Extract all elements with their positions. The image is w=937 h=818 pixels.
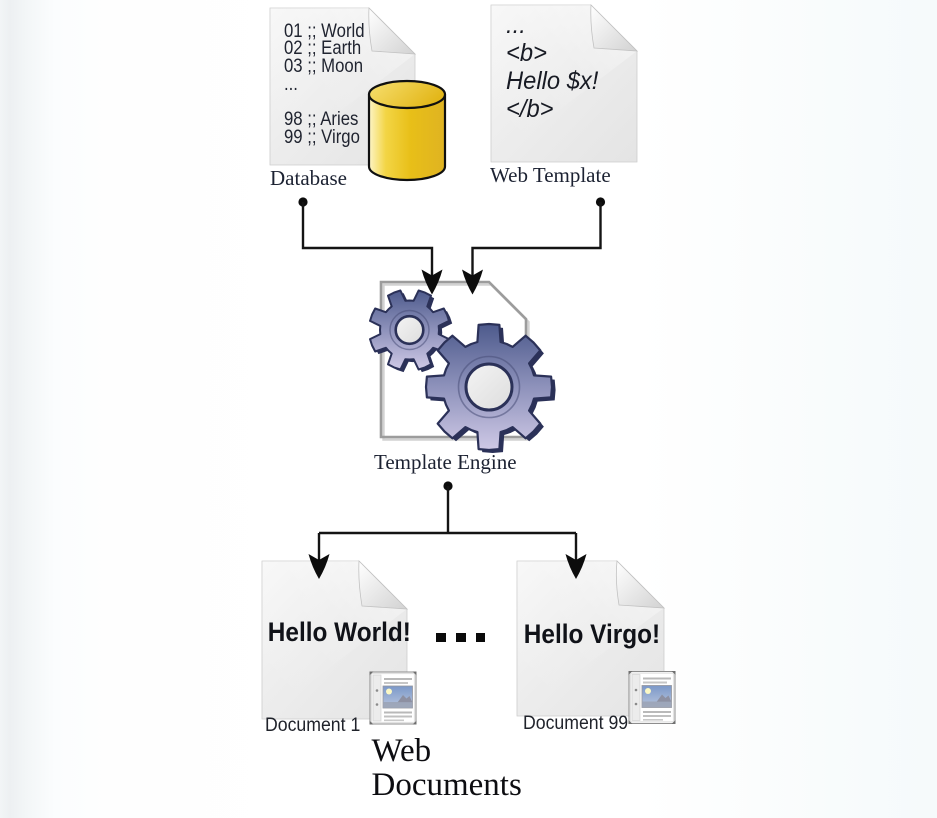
connectors bbox=[298, 197, 606, 579]
document99-paper-icon bbox=[516, 560, 666, 717]
document1-label: Document 1 bbox=[265, 714, 361, 736]
gears-icon bbox=[369, 289, 556, 453]
ellipsis bbox=[436, 633, 486, 643]
database-paper-icon bbox=[269, 7, 417, 166]
web-template-label: Web Template bbox=[490, 163, 611, 187]
document99-label: Document 99 bbox=[522, 712, 628, 734]
document1-image-icon bbox=[369, 671, 417, 725]
web-template-line: <b> bbox=[506, 38, 547, 67]
web-template-line: ... bbox=[506, 10, 526, 39]
database-line: 03 ;; Moon bbox=[283, 56, 363, 78]
database-line: 01 ;; World bbox=[283, 20, 365, 42]
web-template-line: Hello $x! bbox=[506, 66, 599, 95]
web-template-paper-icon bbox=[490, 4, 639, 163]
document99-content: Hello Virgo! bbox=[523, 618, 661, 649]
ellipsis-dot bbox=[436, 633, 446, 643]
database-line: ... bbox=[283, 73, 298, 95]
database-line: 02 ;; Earth bbox=[283, 38, 361, 60]
template-engine-label: Template Engine bbox=[374, 449, 517, 474]
ellipsis-dot bbox=[475, 633, 486, 643]
database-content: 01 ;; World 02 ;; Earth 03 ;; Moon ... 9… bbox=[283, 20, 365, 149]
database-label: Database bbox=[270, 166, 347, 190]
ellipsis-dot bbox=[456, 633, 466, 643]
web-documents-label: Web Documents bbox=[371, 733, 522, 803]
database-line: 98 ;; Aries bbox=[283, 109, 358, 131]
web-template-line: </b> bbox=[506, 95, 554, 124]
database-line: 99 ;; Virgo bbox=[283, 127, 360, 149]
database-cylinder-icon bbox=[367, 79, 447, 182]
document99-image-icon bbox=[628, 670, 676, 725]
web-template-content: ... <b> Hello $x! </b> bbox=[506, 11, 598, 124]
document1-content: Hello World! bbox=[267, 616, 411, 647]
